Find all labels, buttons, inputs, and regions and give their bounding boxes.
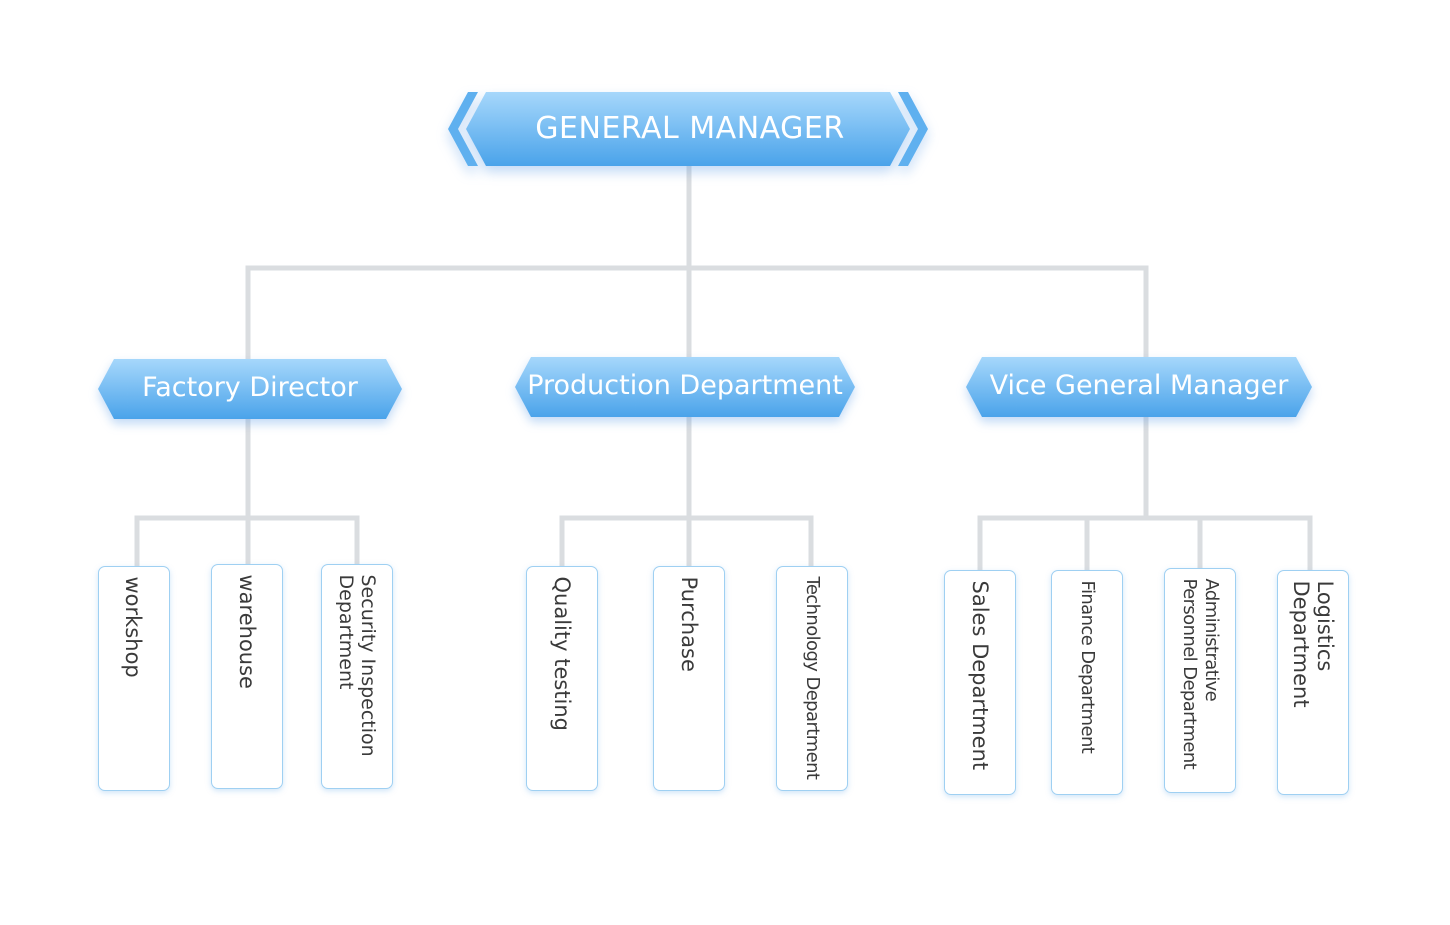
production-department-shape: [515, 357, 855, 417]
factory-director-label: Factory Director: [142, 372, 358, 403]
vice-general-manager-node: Vice General Manager: [966, 357, 1312, 417]
leaf-workshop: workshop: [98, 566, 170, 791]
production-department-node: Production Department: [515, 357, 855, 417]
leaf-warehouse: warehouse: [211, 564, 283, 789]
leaf-technology-department: Technology Department: [776, 566, 848, 791]
leaf-purchase-label: Purchase: [677, 576, 701, 672]
vice-general-manager-label: Vice General Manager: [989, 370, 1289, 401]
general-manager-label: GENERAL MANAGER: [535, 111, 845, 146]
leaf-sales-department: Sales Department: [944, 570, 1016, 795]
leaf-technology-department-label: Technology Department: [802, 576, 823, 779]
leaf-security-inspection-label: Security Inspection Department: [335, 574, 379, 757]
leaf-warehouse-label: warehouse: [235, 574, 259, 689]
leaf-security-inspection: Security Inspection Department: [321, 564, 393, 789]
leaf-workshop-label: workshop: [120, 576, 145, 678]
leaf-logistics-department-label: Logistics Department: [1289, 580, 1337, 708]
leaf-administrative-personnel-label: Administrative Personnel Department: [1179, 578, 1222, 769]
production-department-label: Production Department: [527, 370, 843, 401]
leaf-quality-testing-label: Quality testing: [550, 576, 574, 731]
leaf-administrative-personnel: Administrative Personnel Department: [1164, 568, 1236, 793]
leaf-quality-testing: Quality testing: [526, 566, 598, 791]
general-manager-node: GENERAL MANAGER: [448, 92, 928, 166]
vice-general-manager-shape: [966, 357, 1312, 417]
leaf-finance-department-label: Finance Department: [1077, 580, 1098, 753]
leaf-sales-department-label: Sales Department: [968, 580, 992, 770]
leaf-purchase: Purchase: [653, 566, 725, 791]
factory-director-shape: [98, 359, 402, 419]
factory-director-node: Factory Director: [98, 359, 402, 419]
general-manager-banner-shape: [448, 92, 928, 166]
leaf-finance-department: Finance Department: [1051, 570, 1123, 795]
leaf-logistics-department: Logistics Department: [1277, 570, 1349, 795]
